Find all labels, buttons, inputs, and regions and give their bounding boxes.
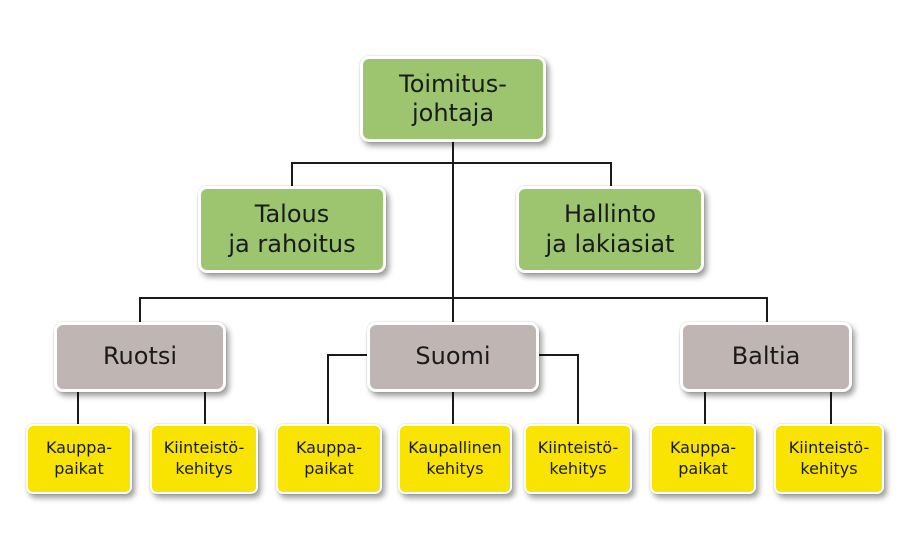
node-label: kehitys [549,459,607,478]
node-label: ja rahoitus [228,229,356,258]
connector-suomi-unit-1 [327,354,368,427]
node-label: johtaja [411,99,495,127]
node-ruotsi: Ruotsi [54,322,226,392]
node-label: Kauppa- [669,438,737,458]
node-label: kehitys [426,459,484,478]
node-label: Kiinteistö- [537,438,619,458]
node-label: kehitys [175,459,233,478]
node-label: Ruotsi [102,342,178,371]
node-ruotsi-kauppapaikat: Kauppa- paikat [26,424,132,494]
node-label: paikat [678,459,728,478]
node-label: paikat [54,459,104,478]
node-suomi-kiinteistokehitys: Kiinteistö- kehitys [524,424,632,494]
node-label: Kauppa- [295,438,363,458]
node-label: Hallinto [563,200,657,229]
node-label: Baltia [731,342,801,371]
node-label: Talous [254,200,330,229]
node-suomi: Suomi [367,322,539,392]
node-label: Kaupallinen [408,438,502,458]
node-label: Toimitus- [399,69,507,98]
node-ruotsi-kiinteistokehitys: Kiinteistö- kehitys [150,424,258,494]
connector-region-branch [139,297,768,326]
node-toimitusjohtaja: Toimitus- johtaja [360,56,546,142]
node-baltia-kiinteistokehitys: Kiinteistö- kehitys [774,424,884,494]
connector-staff-branch [291,162,612,189]
node-label: Suomi [415,342,491,371]
node-baltia-kauppapaikat: Kauppa- paikat [650,424,756,494]
node-label: Kiinteistö- [163,438,245,458]
connector-suomi-unit-3 [538,354,579,427]
node-suomi-kauppapaikat: Kauppa- paikat [276,424,382,494]
node-label: kehitys [800,459,858,478]
node-label: Kauppa- [45,438,113,458]
node-hallinto-ja-lakiasiat: Hallinto ja lakiasiat [516,186,704,273]
node-baltia: Baltia [680,322,852,392]
node-suomi-kaupallinen-kehitys: Kaupallinen kehitys [398,424,512,494]
node-label: ja lakiasiat [545,229,675,258]
node-label: paikat [304,459,354,478]
node-talous-ja-rahoitus: Talous ja rahoitus [198,186,386,273]
node-label: Kiinteistö- [788,438,870,458]
